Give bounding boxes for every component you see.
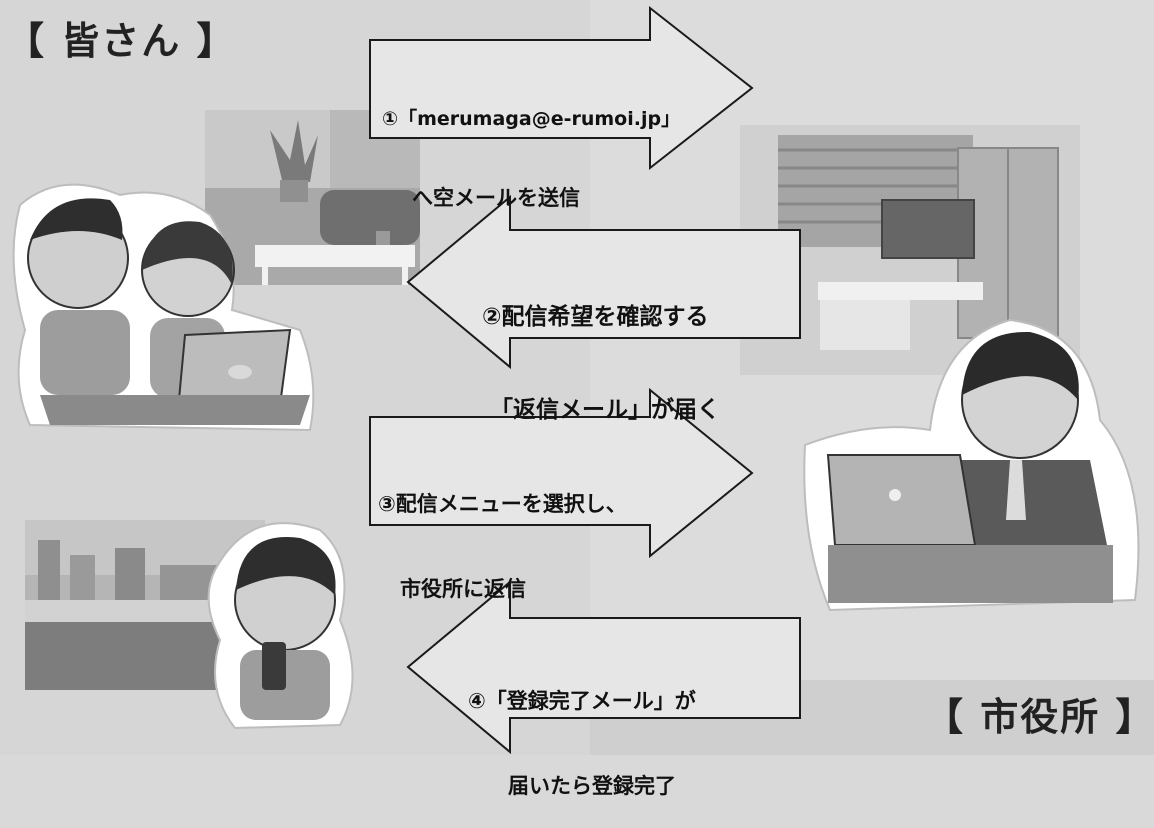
- office-worker-illustration: [803, 318, 1140, 612]
- diagram-svg: [12, 5, 1154, 755]
- step1-text: ①「merumaga@e-rumoi.jp」 へ空メールを送信: [382, 56, 680, 238]
- step2-line2: 「返信メール」が届く: [490, 397, 720, 424]
- living-room-illustration: [205, 110, 420, 285]
- step4-line1: ④「登録完了メール」が: [468, 688, 696, 713]
- family-laptop-illustration: [12, 183, 315, 432]
- step1-arrow: [369, 5, 754, 171]
- step1-line2: へ空メールを送信: [412, 186, 580, 211]
- step2-line1: ②配信希望を確認する: [482, 304, 709, 331]
- boy-phone-illustration: [207, 522, 354, 730]
- residents-label: 【 皆さん 】: [6, 19, 237, 63]
- diagram-canvas: 【 皆さん 】 【 市役所 】 ①「merumaga@e-rumoi.jp」 へ…: [6, 5, 1154, 798]
- step2-text: ②配信希望を確認する 「返信メール」が届く: [482, 240, 720, 457]
- step3-arrow: [369, 387, 754, 559]
- step2-arrow: [406, 194, 801, 370]
- step3-line2: 市役所に返信: [400, 576, 526, 601]
- city-scene-illustration: [25, 520, 265, 690]
- step3-text: ③配信メニューを選択し、 市役所に返信: [378, 433, 627, 631]
- step4-text: ④「登録完了メール」が 届いたら登録完了: [468, 630, 696, 828]
- step4-line2: 届いたら登録完了: [508, 773, 676, 798]
- step3-line1: ③配信メニューを選択し、: [378, 491, 627, 516]
- city-hall-label: 【 市役所 】: [925, 695, 1154, 739]
- step4-arrow: [406, 579, 801, 755]
- step1-line1: ①「merumaga@e-rumoi.jp」: [382, 108, 681, 131]
